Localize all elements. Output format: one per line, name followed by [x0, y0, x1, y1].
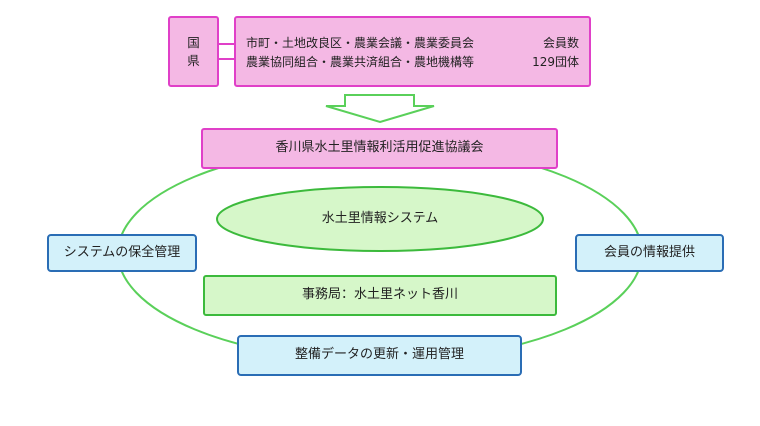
gov-label-national: 国	[187, 34, 200, 50]
members-box: 市町・土地改良区・農業会議・農業委員会 農業協同組合・農業共済組合・農地機構等 …	[234, 16, 591, 87]
council-title: 香川県水土里情報利活用促進協議会	[275, 140, 484, 156]
member-count-value: 129団体	[532, 54, 579, 69]
council-box: 香川県水土里情報利活用促進協議会	[201, 128, 558, 169]
right-role-label: 会員の情報提供	[603, 244, 695, 260]
system-label-wrap: 水土里情報システム	[217, 204, 543, 234]
member-count-label: 会員数	[542, 35, 579, 50]
down-arrow-icon	[325, 94, 435, 124]
bottom-role-box: 整備データの更新・運用管理	[237, 335, 522, 376]
system-label: 水土里情報システム	[321, 210, 439, 226]
members-line-2: 農業協同組合・農業共済組合・農地機構等	[246, 54, 475, 69]
right-role-box: 会員の情報提供	[575, 234, 724, 272]
left-role-label: システムの保全管理	[63, 244, 181, 260]
bottom-role-label: 整備データの更新・運用管理	[294, 347, 464, 363]
secretariat-box: 事務局：水土里ネット香川	[203, 275, 557, 316]
left-role-box: システムの保全管理	[47, 234, 197, 272]
gov-label-prefecture: 県	[187, 52, 200, 68]
secretariat-label: 事務局：水土里ネット香川	[301, 287, 458, 303]
members-line-1: 市町・土地改良区・農業会議・農業委員会	[246, 35, 475, 50]
system-ellipse	[216, 186, 544, 252]
gov-box: 国 県	[168, 16, 219, 87]
